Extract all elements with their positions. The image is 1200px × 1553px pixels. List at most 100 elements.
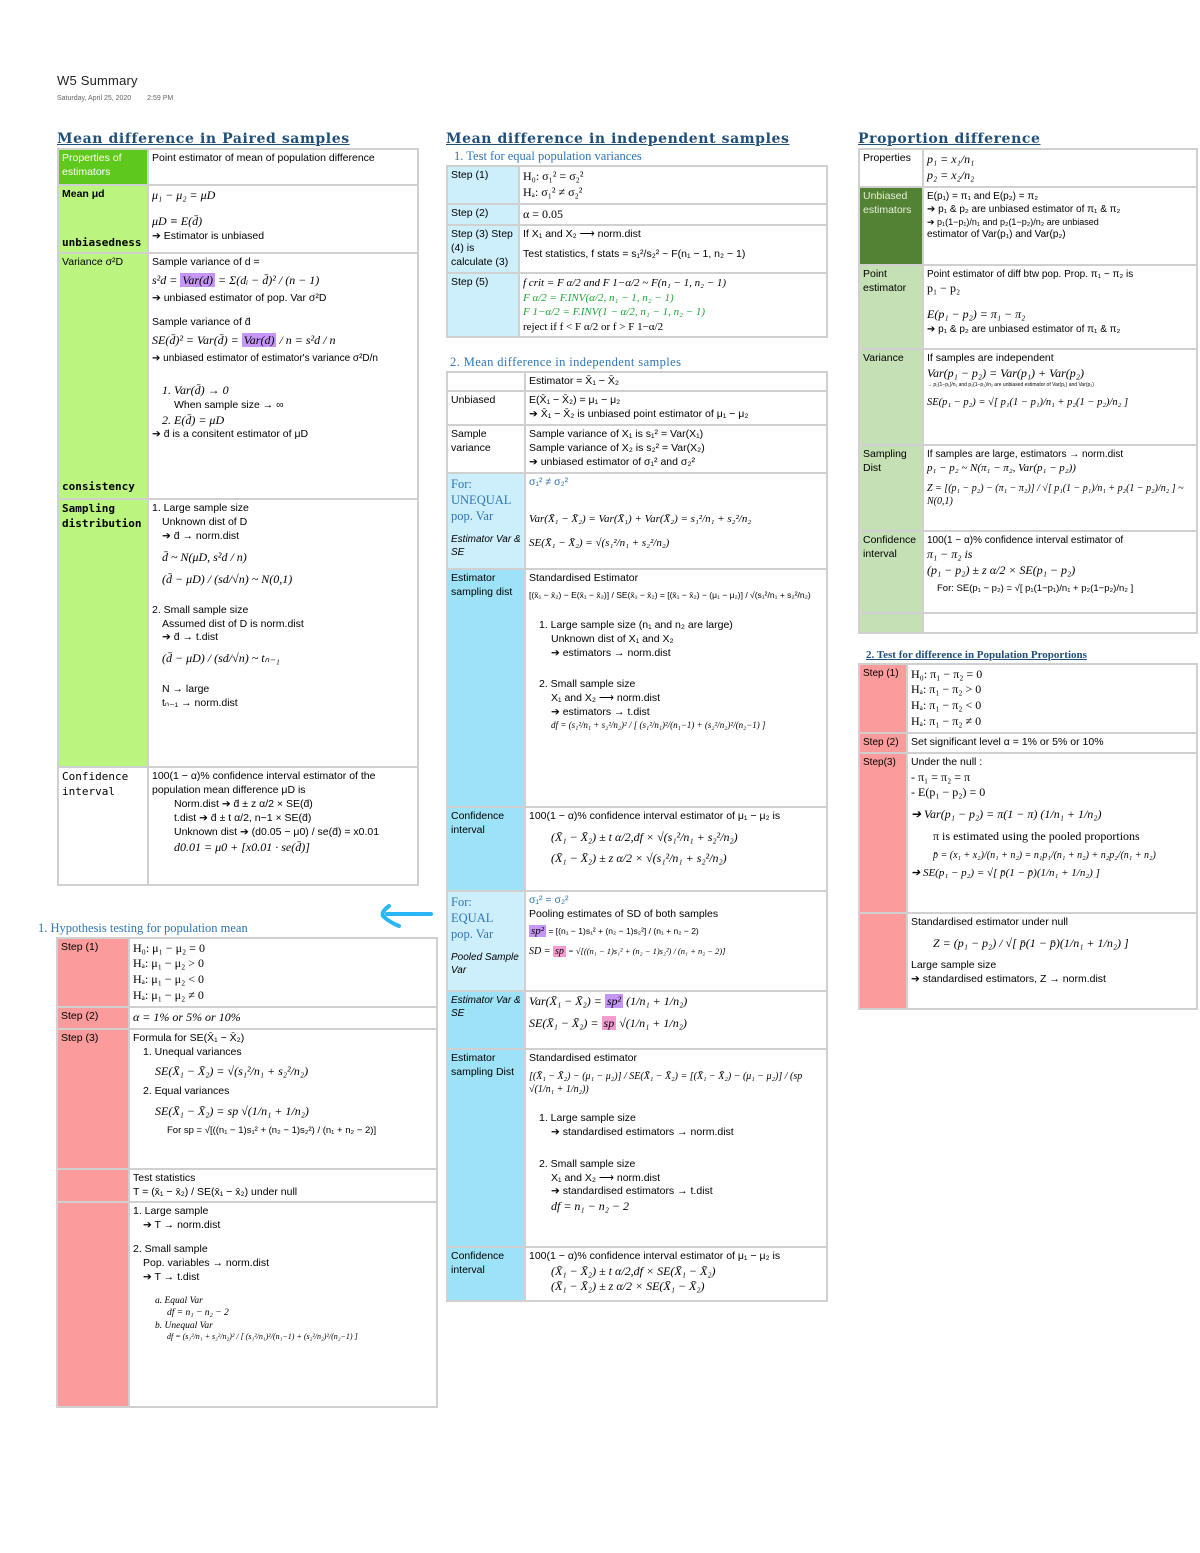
row-label: Confidence interval — [446, 805, 526, 892]
table-row: Unbiased E(X̄₁ − X̄₂) = μ₁ − μ₂ ➔ X̄₁ − … — [446, 390, 828, 427]
row-label: Variance σ²D consistency — [57, 252, 149, 501]
row-label: Sample variance — [446, 424, 526, 474]
row-label: Confidence interval — [858, 530, 924, 615]
row-label: Properties — [858, 148, 924, 189]
proportion-table: Properties p₁ = x₁/n₁ p₂ = x₂/n₂ Unbiase… — [858, 148, 1198, 635]
proportion-test-title: 2. Test for difference in Population Pro… — [866, 649, 1087, 661]
mean-diff-subtitle: 2. Mean difference in independent sample… — [450, 355, 682, 370]
row-content: H₀: μ₁ − μ₂ = 0 Hₐ: μ₁ − μ₂ > 0 Hₐ: μ₁ −… — [128, 936, 438, 1008]
row-label: Step (5) — [446, 272, 520, 339]
row-content: Point estimator of diff btw pop. Prop. π… — [922, 264, 1198, 351]
table-row: Standardised estimator under null Z = (p… — [858, 911, 1198, 1010]
independent-section: Mean difference in independent samples 1… — [446, 130, 828, 1302]
row-label: Mean μd unbiasedness — [57, 184, 149, 255]
row-label: Variance — [858, 348, 924, 447]
row-content: Standardised estimator under null Z = (p… — [906, 911, 1198, 1010]
page-time: 2:59 PM — [147, 95, 174, 102]
table-row: Test statistics T = (x̄₁ − x̄₂) / SE(x̄₁… — [56, 1167, 438, 1204]
row-label: Step (1) — [56, 936, 130, 1008]
table-row: Step(3) Under the null : - π₁ = π₂ = π -… — [858, 751, 1198, 914]
equal-variance-subtitle: 1. Test for equal population variances — [454, 149, 642, 164]
paired-title: Mean difference in Paired samples — [57, 131, 350, 147]
table-row: 1. Large sample ➔ T → norm.dist 2. Small… — [56, 1201, 438, 1409]
table-row: Properties p₁ = x₁/n₁ p₂ = x₂/n₂ — [858, 148, 1198, 189]
row-content: If samples are independent Var(p₁ − p₂) … — [922, 348, 1198, 447]
proportion-test-table: Step (1) H₀: π₁ − π₂ = 0 Hₐ: π₁ − π₂ > 0… — [858, 662, 1198, 1010]
row-label: Step (2) — [56, 1005, 130, 1030]
table-row: Estimator = X̄₁ − X̄₂ — [446, 370, 828, 393]
table-row: Properties of estimators Point estimator… — [57, 148, 419, 187]
row-label: Estimator sampling dist — [446, 567, 526, 808]
table-row: For: UNEQUAL pop. Var Estimator Var & SE… — [446, 471, 828, 570]
row-label: Step (2) — [446, 202, 520, 227]
row-label: Step(3) — [858, 751, 908, 914]
hypothesis-mean-table: Step (1) H₀: μ₁ − μ₂ = 0 Hₐ: μ₁ − μ₂ > 0… — [56, 936, 438, 1409]
row-label: Confidence interval — [446, 1245, 526, 1302]
paired-table: Properties of estimators Point estimator… — [57, 148, 419, 887]
highlight-var-d: Var(d) — [241, 332, 277, 347]
row-content: Under the null : - π₁ = π₂ = π - E(p₁ − … — [906, 751, 1198, 914]
table-row: Step (5) f crit = F α/2 and F 1−α/2 ~ F(… — [446, 272, 828, 339]
page-date: Saturday, April 25, 2020 — [57, 95, 132, 102]
independent-table: Estimator = X̄₁ − X̄₂ Unbiased E(X̄₁ − X… — [446, 370, 828, 1302]
row-content: 100(1 − α)% confidence interval estimato… — [922, 530, 1198, 615]
row-content: H₀: π₁ − π₂ = 0 Hₐ: π₁ − π₂ > 0 Hₐ: π₁ −… — [906, 662, 1198, 734]
table-row: Step (1) H₀: π₁ − π₂ = 0 Hₐ: π₁ − π₂ > 0… — [858, 662, 1198, 734]
row-content: 100(1 − α)% confidence interval estimato… — [524, 805, 828, 892]
page-timestamp: Saturday, April 25, 2020 2:59 PM — [57, 94, 187, 103]
row-label: Step (3) Step (4) is calculate (3) — [446, 224, 520, 275]
row-label: Point estimator — [858, 264, 924, 351]
row-label — [446, 370, 526, 393]
table-row: Sampling distribution 1. Large sample si… — [57, 498, 419, 769]
row-content — [922, 612, 1198, 635]
proportion-section: Proportion difference Properties p₁ = x₁… — [858, 130, 1198, 635]
hypothesis-mean-title: 1. Hypothesis testing for population mea… — [38, 921, 248, 935]
row-content: If samples are large, estimators → norm.… — [922, 444, 1198, 533]
row-label: Properties of estimators — [57, 148, 149, 187]
row-content: 1. Large sample ➔ T → norm.dist 2. Small… — [128, 1201, 438, 1409]
row-label: Estimator sampling Dist — [446, 1047, 526, 1248]
row-label: Step (3) — [56, 1027, 130, 1170]
table-row: For: EQUAL pop. Var Pooled Sample Var σ₁… — [446, 889, 828, 992]
highlight-var-d: Var(d) — [180, 273, 216, 288]
table-row: Variance If samples are independent Var(… — [858, 348, 1198, 447]
table-row: Sampling Dist If samples are large, esti… — [858, 444, 1198, 533]
page-title: W5 Summary — [57, 73, 138, 88]
highlight-pooled-var: sp² — [529, 925, 547, 938]
row-content: 1. Large sample size Unknown dist of D ➔… — [147, 498, 419, 769]
row-label: Sampling Dist — [858, 444, 924, 533]
row-label: Sampling distribution — [57, 498, 149, 769]
highlight-pooled-var: sp² — [604, 993, 624, 1008]
row-content: Set significant level α = 1% or 5% or 10… — [906, 731, 1198, 754]
table-row: Confidence interval 100(1 − α)% confiden… — [57, 766, 419, 887]
table-row: Estimator sampling Dist Standardised est… — [446, 1047, 828, 1248]
table-row: Confidence interval 100(1 − α)% confiden… — [858, 530, 1198, 615]
table-row: Step (3) Formula for SE(X̄₁ − X̄₂) 1. Un… — [56, 1027, 438, 1170]
row-content: σ₁² = σ₂² Pooling estimates of SD of bot… — [524, 889, 828, 992]
row-content: 100(1 − α)% confidence interval estimato… — [524, 1245, 828, 1302]
row-content: Estimator = X̄₁ − X̄₂ — [524, 370, 828, 393]
row-label: Unbiased — [446, 390, 526, 427]
row-label: Estimator Var & SE — [446, 989, 526, 1050]
row-content: p₁ = x₁/n₁ p₂ = x₂/n₂ — [922, 148, 1198, 189]
row-content: Sample variance of d = s²d = Var(d) = Σ(… — [147, 252, 419, 501]
excel-formula: F α/2 = F.INV(α/2, n₁ − 1, n₂ − 1) — [523, 291, 674, 304]
row-content: Point estimator of mean of population di… — [147, 148, 419, 187]
row-label: For: UNEQUAL pop. Var Estimator Var & SE — [446, 471, 526, 570]
row-label: For: EQUAL pop. Var Pooled Sample Var — [446, 889, 526, 992]
row-label — [56, 1167, 130, 1204]
row-label: Step (1) — [446, 164, 520, 205]
row-content: 100(1 − α)% confidence interval estimato… — [147, 766, 419, 887]
hand-drawn-arrow-icon — [380, 904, 433, 928]
row-content: μ₁ − μ₂ = μD μD ≡ E(d̄) ➔ Estimator is u… — [147, 184, 419, 255]
row-label — [858, 911, 908, 1010]
variance-test-table: Step (1) H₀: σ₁² = σ₂² Hₐ: σ₁² ≠ σ₂² Ste… — [446, 164, 828, 339]
row-label: Step (1) — [858, 662, 908, 734]
independent-title: Mean difference in independent samples — [446, 131, 790, 147]
table-row: Mean μd unbiasedness μ₁ − μ₂ = μD μD ≡ E… — [57, 184, 419, 255]
table-row: Point estimator Point estimator of diff … — [858, 264, 1198, 351]
excel-formula: F 1−α/2 = F.INV(1 − α/2, n₁ − 1, n₂ − 1) — [523, 306, 705, 319]
highlight-pooled-sd: sp — [552, 945, 566, 957]
row-content: Standardised Estimator [(x̄₁ − x̄₂) − E(… — [524, 567, 828, 808]
table-row: Step (3) Step (4) is calculate (3) If X₁… — [446, 224, 828, 275]
